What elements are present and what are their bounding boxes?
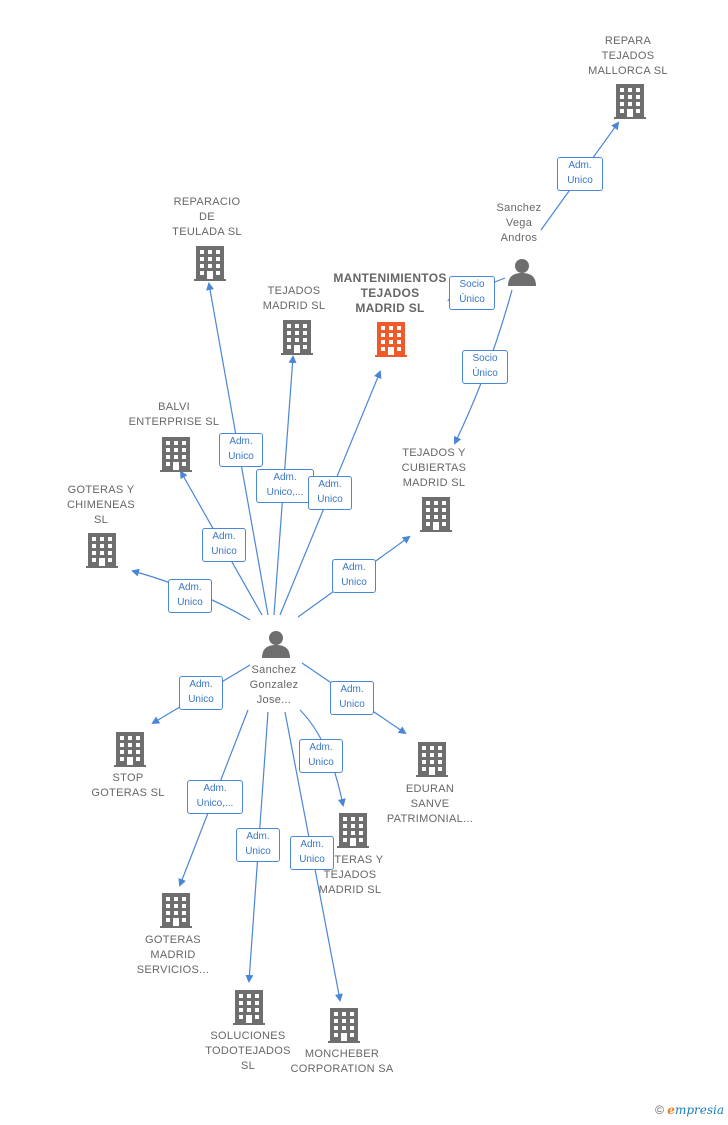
- edge-label-vega-mantenimientos[interactable]: Socio Único: [449, 276, 495, 310]
- edge-label-jose-tejados-madrid[interactable]: Adm. Unico,...: [256, 469, 314, 503]
- eduran-label[interactable]: EDURAN SANVE PATRIMONIAL...: [386, 783, 474, 825]
- edge-label-jose-goteras-tejados[interactable]: Adm. Unico: [299, 739, 343, 773]
- balvi-building-icon: [160, 437, 192, 472]
- sanchez-gonzalez-label[interactable]: Sanchez Gonzalez Jose...: [249, 664, 299, 706]
- edge-label-jose-stop[interactable]: Adm. Unico: [179, 676, 223, 710]
- repara-tejados-mallorca-label[interactable]: REPARA TEJADOS MALLORCA SL: [588, 35, 668, 77]
- edge-label-jose-mantenimientos[interactable]: Adm. Unico: [308, 476, 352, 510]
- goteras-chimeneas-building-icon: [86, 533, 118, 568]
- empresia-logo-text: mpresia: [674, 1103, 724, 1117]
- edge-label-jose-soluciones[interactable]: Adm. Unico: [236, 828, 280, 862]
- edge-label-vega-cubiertas[interactable]: Socio Único: [462, 350, 508, 384]
- edge-label-jose-cubiertas[interactable]: Adm. Unico: [332, 559, 376, 593]
- goteras-madrid-building-icon: [160, 893, 192, 928]
- edge-label-jose-goteras-chimeneas[interactable]: Adm. Unico: [168, 579, 212, 613]
- goteras-madrid-label[interactable]: GOTERAS MADRID SERVICIOS...: [136, 934, 210, 976]
- edge-label-jose-reparacio[interactable]: Adm. Unico: [219, 433, 263, 467]
- sanchez-gonzalez-person-icon: [262, 631, 290, 658]
- mantenimientos-label[interactable]: MANTENIMIENTOS TEJADOS MADRID SL: [333, 271, 447, 315]
- goteras-tejados-building-icon: [337, 813, 369, 848]
- sanchez-vega-person-icon: [508, 259, 536, 286]
- edge-label-jose-balvi[interactable]: Adm. Unico: [202, 528, 246, 562]
- repara-tejados-mallorca-building-icon: [614, 84, 646, 119]
- tejados-cubiertas-building-icon: [420, 497, 452, 532]
- balvi-label[interactable]: BALVI ENTERPRISE SL: [128, 401, 220, 428]
- tejados-madrid-building-icon: [281, 320, 313, 355]
- reparacio-teulada-label[interactable]: REPARACIO DE TEULADA SL: [172, 196, 242, 238]
- goteras-chimeneas-label[interactable]: GOTERAS Y CHIMENEAS SL: [66, 484, 136, 526]
- soluciones-building-icon: [233, 990, 265, 1025]
- moncheber-building-icon: [328, 1008, 360, 1043]
- stop-goteras-label[interactable]: STOP GOTERAS SL: [91, 772, 165, 799]
- empresia-credit: © empresia: [655, 1103, 724, 1117]
- stop-goteras-building-icon: [114, 732, 146, 767]
- edge-label-jose-eduran[interactable]: Adm. Unico: [330, 681, 374, 715]
- sanchez-vega-label[interactable]: Sanchez Vega Andros: [496, 202, 542, 244]
- empresia-logo-e: e: [667, 1103, 675, 1117]
- moncheber-label[interactable]: MONCHEBER CORPORATION SA: [290, 1048, 394, 1075]
- edge-label-vega-repara[interactable]: Adm. Unico: [557, 157, 603, 191]
- edge-label-jose-moncheber[interactable]: Adm. Unico: [290, 836, 334, 870]
- reparacio-teulada-building-icon: [194, 246, 226, 281]
- eduran-building-icon: [416, 742, 448, 777]
- edge-label-jose-goteras-madrid[interactable]: Adm. Unico,...: [187, 780, 243, 814]
- soluciones-label[interactable]: SOLUCIONES TODOTEJADOS SL: [205, 1030, 291, 1072]
- copyright-symbol: ©: [655, 1103, 664, 1117]
- tejados-madrid-label[interactable]: TEJADOS MADRID SL: [262, 285, 326, 312]
- tejados-cubiertas-label[interactable]: TEJADOS Y CUBIERTAS MADRID SL: [401, 447, 467, 489]
- mantenimientos-building-icon: [375, 322, 407, 357]
